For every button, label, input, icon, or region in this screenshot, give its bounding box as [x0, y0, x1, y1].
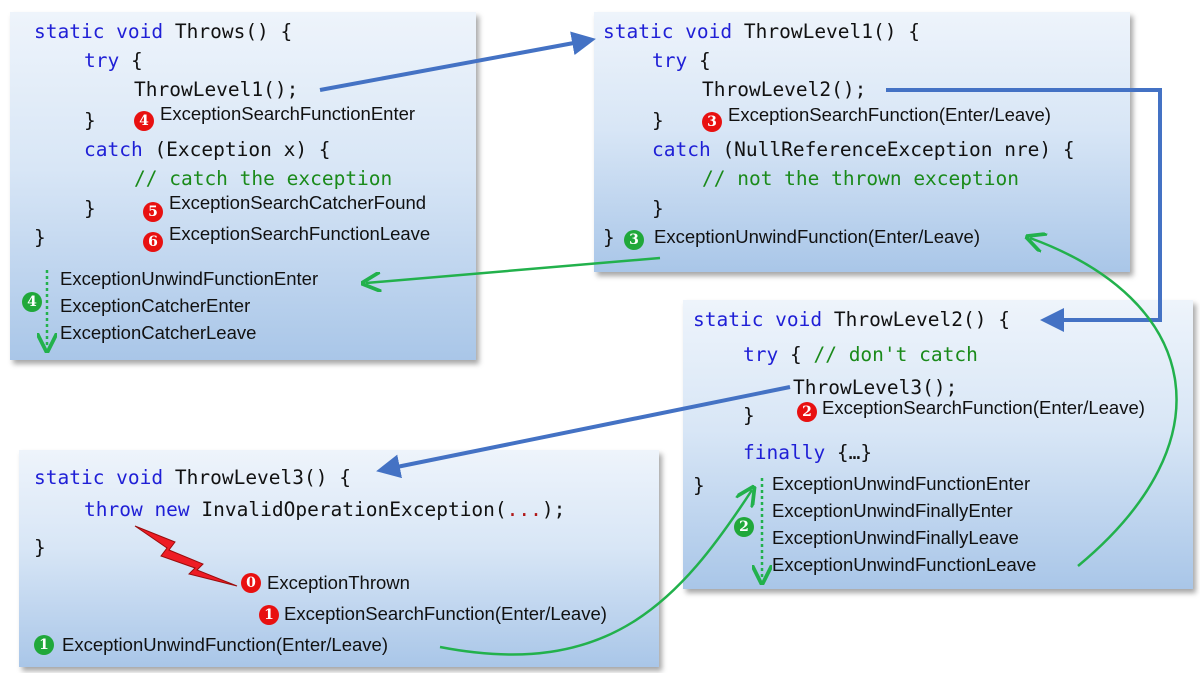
code-ellipsis: ...	[506, 498, 542, 521]
code-line: try {	[84, 49, 143, 72]
code-keyword: throw new	[84, 498, 190, 521]
step-badge-5: 5	[143, 202, 163, 222]
throw-level2-box: static void ThrowLevel2() { try { // don…	[683, 300, 1193, 589]
call-arrow-level2	[886, 88, 1162, 332]
code-keyword: static void	[34, 20, 164, 43]
code-text: {	[778, 343, 814, 366]
code-keyword: static void	[34, 466, 164, 489]
code-text: {	[119, 49, 143, 72]
code-keyword: static void	[693, 308, 823, 331]
step-badge-4-unwind: 4	[22, 292, 42, 312]
code-text: );	[541, 498, 566, 521]
code-text: ThrowLevel2() {	[822, 308, 1010, 331]
code-keyword: static void	[603, 20, 733, 43]
code-line: static void ThrowLevel1() {	[603, 20, 920, 43]
code-line: try {	[652, 49, 711, 72]
step-badge-3-unwind: 3	[624, 230, 644, 250]
event-search-function: ExceptionSearchFunction(Enter/Leave)	[728, 104, 1051, 125]
call-arrow-level1	[319, 31, 596, 92]
code-keyword: catch	[84, 138, 143, 161]
code-text: InvalidOperationException(	[189, 498, 507, 521]
event-unwind-function-leave: ExceptionUnwindFunctionLeave	[772, 554, 1037, 575]
unwind-arrow-to-level2	[439, 490, 752, 656]
throw-level3-box: static void ThrowLevel3() { throw new In…	[19, 450, 659, 667]
step-badge-6: 6	[143, 232, 163, 252]
step-badge-2-unwind: 2	[734, 517, 754, 537]
unwind-arrow-to-level1	[1030, 238, 1178, 567]
code-line: }	[603, 226, 615, 249]
code-line: finally {…}	[743, 441, 872, 464]
code-line: try { // don't catch	[743, 343, 978, 366]
lightning-bolt-icon	[134, 525, 238, 587]
code-line: catch (NullReferenceException nre) {	[652, 138, 1075, 161]
code-comment: // not the thrown exception	[702, 167, 1019, 190]
event-catcher-leave: ExceptionCatcherLeave	[60, 322, 257, 343]
step-badge-4: 4	[134, 111, 154, 131]
code-line: ThrowLevel1();	[134, 78, 299, 101]
code-line: static void ThrowLevel3() {	[34, 466, 351, 489]
code-line: }	[652, 197, 664, 220]
code-line: }	[743, 404, 755, 427]
call-arrow-level3	[376, 385, 791, 479]
code-text: (NullReferenceException nre) {	[710, 138, 1075, 161]
code-line: }	[84, 197, 96, 220]
throw-level1-box: static void ThrowLevel1() { try { ThrowL…	[594, 12, 1130, 272]
throws-box: static void Throws() { try { ThrowLevel1…	[10, 12, 476, 360]
event-search-function: ExceptionSearchFunction(Enter/Leave)	[822, 397, 1145, 418]
event-unwind-finally-leave: ExceptionUnwindFinallyLeave	[772, 527, 1019, 548]
code-comment: // catch the exception	[134, 167, 393, 190]
code-line: throw new InvalidOperationException(...)…	[84, 498, 565, 521]
code-text: {	[687, 49, 711, 72]
code-line: }	[693, 474, 705, 497]
code-keyword: catch	[652, 138, 711, 161]
unwind-arrow-to-throws	[366, 256, 661, 283]
code-line: }	[652, 109, 664, 132]
code-keyword: finally	[743, 441, 826, 464]
code-text: ThrowLevel1() {	[732, 20, 920, 43]
event-unwind-function: ExceptionUnwindFunction(Enter/Leave)	[654, 226, 980, 247]
code-line: }	[34, 226, 46, 249]
code-line: }	[84, 109, 96, 132]
code-text: Throws() {	[163, 20, 293, 43]
event-search-catcher-found: ExceptionSearchCatcherFound	[169, 192, 427, 213]
event-unwind-function-enter: ExceptionUnwindFunctionEnter	[60, 268, 319, 289]
event-search-function-leave: ExceptionSearchFunctionLeave	[169, 223, 431, 244]
event-unwind-function-enter: ExceptionUnwindFunctionEnter	[772, 473, 1031, 494]
step-badge-1-unwind: 1	[34, 635, 54, 655]
code-keyword: try	[84, 49, 120, 72]
event-search-function: ExceptionSearchFunction(Enter/Leave)	[284, 603, 607, 624]
code-line: catch (Exception x) {	[84, 138, 331, 161]
code-line: ThrowLevel2();	[702, 78, 867, 101]
step-badge-3: 3	[702, 112, 722, 132]
event-exception-thrown: ExceptionThrown	[267, 572, 410, 593]
event-search-function-enter: ExceptionSearchFunctionEnter	[160, 103, 416, 124]
code-text: {…}	[825, 441, 873, 464]
code-text: ThrowLevel3() {	[163, 466, 351, 489]
code-comment: // don't catch	[813, 343, 978, 366]
code-keyword: try	[652, 49, 688, 72]
code-text: (Exception x) {	[142, 138, 331, 161]
code-line: static void ThrowLevel2() {	[693, 308, 1010, 331]
code-line: ThrowLevel3();	[793, 376, 958, 399]
step-badge-0: 0	[241, 573, 261, 593]
code-line: static void Throws() {	[34, 20, 292, 43]
code-line: }	[34, 536, 46, 559]
step-badge-1: 1	[259, 605, 279, 625]
event-unwind-function: ExceptionUnwindFunction(Enter/Leave)	[62, 634, 388, 655]
event-catcher-enter: ExceptionCatcherEnter	[60, 295, 251, 316]
event-unwind-finally-enter: ExceptionUnwindFinallyEnter	[772, 500, 1013, 521]
step-badge-2: 2	[797, 402, 817, 422]
code-keyword: try	[743, 343, 779, 366]
